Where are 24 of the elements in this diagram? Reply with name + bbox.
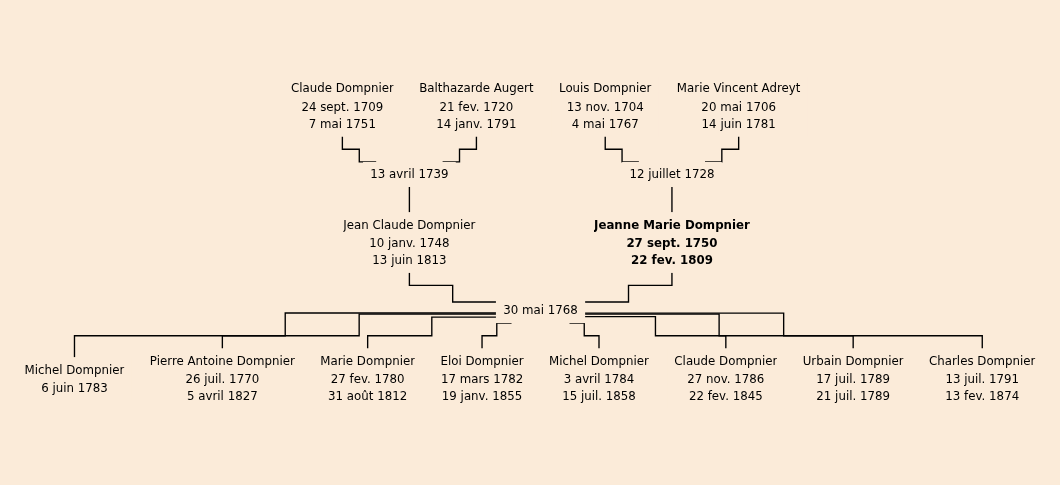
node-text: Pierre Antoine Dompnier 26 juil. 1770 5 avril 1827 bbox=[149, 353, 295, 403]
connector bbox=[408, 186, 411, 213]
connector bbox=[584, 315, 727, 350]
node-text: Michel Dompnier 6 juin 1783 bbox=[24, 362, 125, 395]
connector bbox=[367, 316, 497, 350]
node-text: Jean Claude Dompnier 10 janv. 1748 13 juin 1813 bbox=[343, 217, 476, 267]
node-text: Marie Dompnier 27 fev. 1780 31 août 1812 bbox=[320, 353, 416, 403]
node-text: Claude Dompnier 24 sept. 1709 7 mai 1751 bbox=[290, 81, 394, 131]
node-text: Marie Vincent Adreyt 20 mai 1706 14 juin 1781 bbox=[676, 81, 801, 131]
connector bbox=[584, 313, 854, 350]
node-text: Michel Dompnier 3 avril 1784 15 juil. 1858 bbox=[549, 353, 649, 403]
node-text: Claude Dompnier 27 nov. 1786 22 fev. 1845 bbox=[674, 353, 778, 403]
connector bbox=[408, 272, 497, 303]
node-text: Urbain Dompnier 17 juil. 1789 21 juil. 1789 bbox=[802, 353, 904, 403]
node-text: Jeanne Marie Dompnier 27 sept. 1750 22 fev. 1809 bbox=[593, 217, 750, 267]
connector bbox=[221, 313, 497, 350]
connector bbox=[671, 186, 673, 213]
connector bbox=[73, 312, 497, 359]
node-text: Louis Dompnier 13 nov. 1704 4 mai 1767 bbox=[559, 81, 652, 131]
connector bbox=[584, 272, 673, 303]
node-text: Eloi Dompnier 17 mars 1782 19 janv. 1855 bbox=[440, 353, 524, 403]
connector bbox=[584, 312, 983, 350]
node-text: Balthazarde Augert 21 fev. 1720 14 janv. 1791 bbox=[419, 81, 534, 131]
node-text: Charles Dompnier 13 juil. 1791 13 fev. 1874 bbox=[929, 353, 1036, 403]
